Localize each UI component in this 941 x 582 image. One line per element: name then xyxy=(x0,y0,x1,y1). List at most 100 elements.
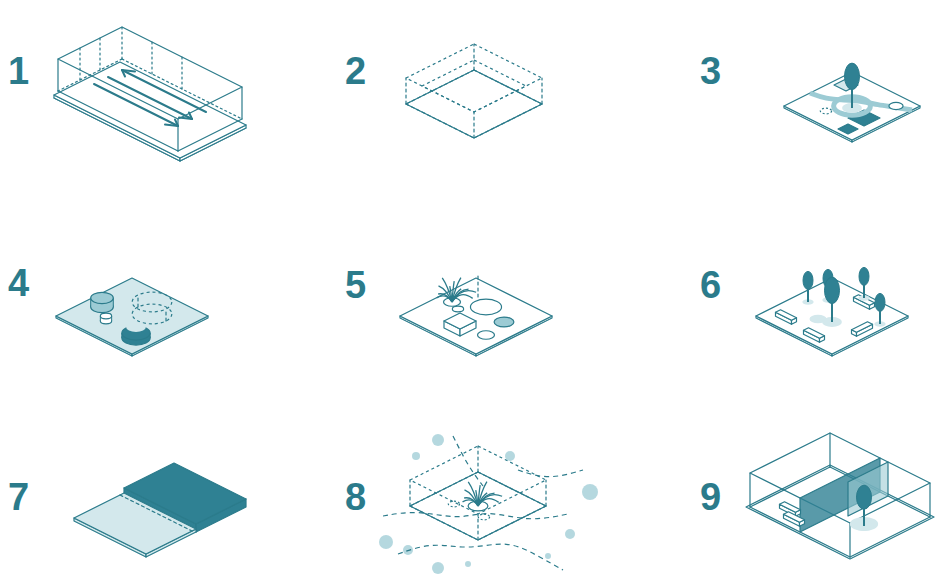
tree-trunk xyxy=(863,508,865,526)
joint-line xyxy=(120,495,192,531)
bench xyxy=(780,502,801,513)
bubble xyxy=(565,529,575,539)
box-edge-hidden xyxy=(121,27,122,59)
box-edge xyxy=(58,91,178,151)
marker-circle xyxy=(478,514,489,520)
circle-area xyxy=(494,317,514,327)
callout-number: 4 xyxy=(8,264,29,302)
icon-grove xyxy=(756,267,908,356)
plant-leaf xyxy=(478,495,502,506)
icon-exchange xyxy=(379,434,598,574)
box-edge xyxy=(473,112,474,138)
ground-plate xyxy=(756,278,908,354)
box-edge xyxy=(929,483,930,517)
window-line xyxy=(79,48,80,80)
partition-wall xyxy=(800,458,880,532)
plant-leaf xyxy=(452,295,473,302)
box-edge xyxy=(178,119,242,151)
box-edge-hidden xyxy=(473,44,474,70)
seat-box xyxy=(444,313,476,329)
bubble xyxy=(432,562,444,574)
bench xyxy=(776,310,797,321)
box-edge xyxy=(410,506,478,540)
callout-number: 7 xyxy=(8,478,29,516)
box-edge xyxy=(850,517,930,557)
tree-crown xyxy=(857,485,872,509)
bubble xyxy=(582,484,598,500)
bubble xyxy=(505,451,515,461)
window-line xyxy=(99,38,100,70)
icon-hall xyxy=(54,27,246,161)
plant-leaf xyxy=(437,296,452,302)
bubble xyxy=(432,434,444,446)
box-edge xyxy=(241,87,242,119)
callout-number: 5 xyxy=(345,266,366,304)
tree-trunk xyxy=(863,285,865,299)
box-edge-hidden xyxy=(410,472,478,506)
dashed-guide xyxy=(477,275,478,297)
marker-circle xyxy=(448,501,459,507)
box-edge xyxy=(409,480,410,506)
icon-volume xyxy=(406,44,542,138)
icon-slabs xyxy=(74,463,246,557)
flow-line xyxy=(518,470,583,477)
plant-leaf xyxy=(452,278,461,302)
callout-number: 3 xyxy=(700,52,721,90)
tree-trunk xyxy=(807,289,809,303)
box-edge-hidden xyxy=(478,472,546,506)
marker-circle xyxy=(820,108,831,114)
plant-leaf xyxy=(478,499,499,506)
box-top xyxy=(58,27,242,119)
callout-number: 6 xyxy=(700,266,721,304)
circle-area xyxy=(470,299,501,315)
flow-arrow-head xyxy=(122,70,135,72)
bubble xyxy=(545,553,551,559)
bench xyxy=(804,328,825,339)
box-top xyxy=(410,446,546,514)
box-edge xyxy=(478,506,546,540)
light-slab xyxy=(74,493,196,554)
box-edge-hidden xyxy=(829,433,830,467)
tree-crown xyxy=(845,63,860,89)
box-edge xyxy=(849,523,850,557)
box-edge xyxy=(57,59,58,91)
marker-circle xyxy=(889,102,903,109)
callout-number: 2 xyxy=(345,52,366,90)
flow-arrow-head xyxy=(122,70,125,77)
tree-trunk xyxy=(879,311,881,325)
box-edge-hidden xyxy=(477,446,478,472)
tree-crown xyxy=(803,271,813,289)
bubble xyxy=(412,452,420,460)
box-edge xyxy=(405,78,406,104)
flow-arrow xyxy=(94,84,178,126)
plant-leaf xyxy=(468,482,478,506)
dashed-volume xyxy=(132,304,172,324)
box-edge xyxy=(406,104,474,138)
icon-objects xyxy=(56,278,208,356)
dashed-volume xyxy=(165,309,166,321)
box-edge-hidden xyxy=(474,70,542,104)
base-plate xyxy=(406,70,542,138)
box-edge xyxy=(474,104,542,138)
window-line xyxy=(181,57,182,89)
flow-arrow-head xyxy=(165,125,178,127)
box-top xyxy=(406,44,542,112)
callout-number: 9 xyxy=(700,478,721,516)
box-edge-hidden xyxy=(406,70,474,104)
box-edge xyxy=(541,78,542,104)
circle-area xyxy=(478,331,495,339)
tree-crown xyxy=(825,277,840,303)
base-plate xyxy=(410,472,546,540)
glass-panel xyxy=(848,462,888,516)
cylinder-top xyxy=(91,292,114,303)
cut-disc xyxy=(126,322,146,332)
bench xyxy=(784,512,805,523)
ground-plate xyxy=(56,278,208,354)
dashed-volume xyxy=(132,292,172,312)
icon-plan xyxy=(784,63,920,142)
window-line xyxy=(151,42,152,74)
flow-arrow-head xyxy=(179,118,192,120)
plant-leaf xyxy=(463,500,478,506)
